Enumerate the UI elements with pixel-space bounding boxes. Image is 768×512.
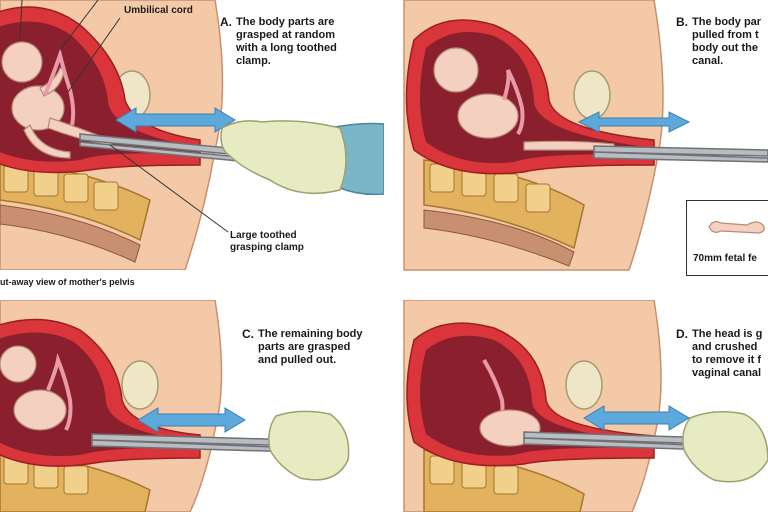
- panel-b-illustration: [403, 0, 768, 271]
- caption-a-line-4: clamp.: [236, 55, 271, 67]
- caption-b-line-1: The body par: [692, 16, 762, 28]
- fetus: [433, 47, 615, 151]
- pelvic-bone: [573, 70, 611, 120]
- caption-c-line-1: The remaining body: [258, 328, 363, 340]
- caption-d-line-4: vaginal canal: [692, 367, 762, 379]
- caption-a-line-1: The body parts are: [236, 16, 335, 28]
- leader-top: [59, 0, 99, 51]
- grasping-clamp: [79, 133, 251, 163]
- femur-icon: [708, 221, 765, 234]
- grasping-clamp: [593, 145, 768, 163]
- caption-b-line-2: pulled from t: [692, 29, 759, 41]
- clamp-label-line-2: grasping clamp: [230, 242, 304, 253]
- umbilical-cord: [46, 353, 73, 431]
- uterine-cavity: [420, 335, 654, 456]
- panel-a: [0, 0, 384, 270]
- caption-d-letter: D.: [676, 327, 688, 341]
- caption-c-line-3: and pulled out.: [258, 354, 337, 366]
- vertebrae: [429, 163, 551, 213]
- caption-c-letter: C.: [242, 327, 254, 341]
- pull-arrow-c: [137, 407, 246, 433]
- leader-umbilical: [67, 17, 121, 93]
- femur-label: 70mm fetal fe: [693, 253, 757, 264]
- umbilical-cord: [43, 47, 76, 126]
- panel-d: [384, 300, 768, 512]
- caption-d: D. The head is g and crushed to remove i…: [676, 328, 763, 380]
- gloved-hand-c: [268, 410, 350, 481]
- caption-c-line-2: parts are grasped: [258, 341, 351, 353]
- fetus-remains: [0, 345, 67, 431]
- leader-top2: [19, 0, 23, 41]
- pelvic-bone: [121, 360, 159, 410]
- pull-arrow-b: [577, 111, 691, 133]
- panel-d-illustration: [403, 300, 768, 512]
- pull-arrow-d: [583, 405, 690, 431]
- clamp-label-line-1: Large toothed: [230, 230, 297, 241]
- umbilical-cord-label: Umbilical cord: [124, 5, 193, 16]
- caption-a: A. The body parts are grasped at random …: [220, 16, 337, 68]
- gloved-hand-d: [682, 411, 768, 483]
- caption-d-line-1: The head is g: [692, 328, 763, 340]
- panel-b: [384, 0, 768, 300]
- fetus: [1, 41, 113, 159]
- umbilical-cord: [502, 69, 525, 136]
- panel-a-illustration: [0, 0, 384, 270]
- vertebrae: [429, 455, 519, 495]
- pull-arrow-a: [115, 107, 236, 133]
- pelvic-bone: [565, 360, 603, 410]
- spinal-canal: [423, 209, 575, 267]
- caption-a-line-2: grasped at random: [236, 29, 336, 41]
- caption-a-letter: A.: [220, 15, 232, 29]
- caption-c: C. The remaining body parts are grasped …: [242, 328, 363, 367]
- vertebrae: [3, 163, 119, 211]
- caption-a-line-3: with a long toothed: [236, 42, 337, 54]
- gloved-hand-a: [220, 120, 347, 195]
- caption-b-line-3: body out the: [692, 42, 758, 54]
- femur-inset: 70mm fetal fe: [686, 200, 768, 276]
- caption-d-line-2: and crushed: [692, 341, 758, 353]
- leader-clamp: [109, 144, 229, 233]
- caption-b-letter: B.: [676, 15, 688, 29]
- pelvis-view-label: ut-away view of mother's pelvis: [0, 277, 135, 287]
- panel-c-illustration: [0, 300, 350, 512]
- clamp-label: Large toothed grasping clamp: [230, 230, 304, 254]
- caption-b: B. The body par pulled from t body out t…: [676, 16, 762, 68]
- panel-c: [0, 300, 384, 512]
- spinal-canal: [0, 204, 141, 263]
- caption-b-line-4: canal.: [692, 55, 724, 67]
- caption-d-line-3: to remove it f: [692, 354, 762, 366]
